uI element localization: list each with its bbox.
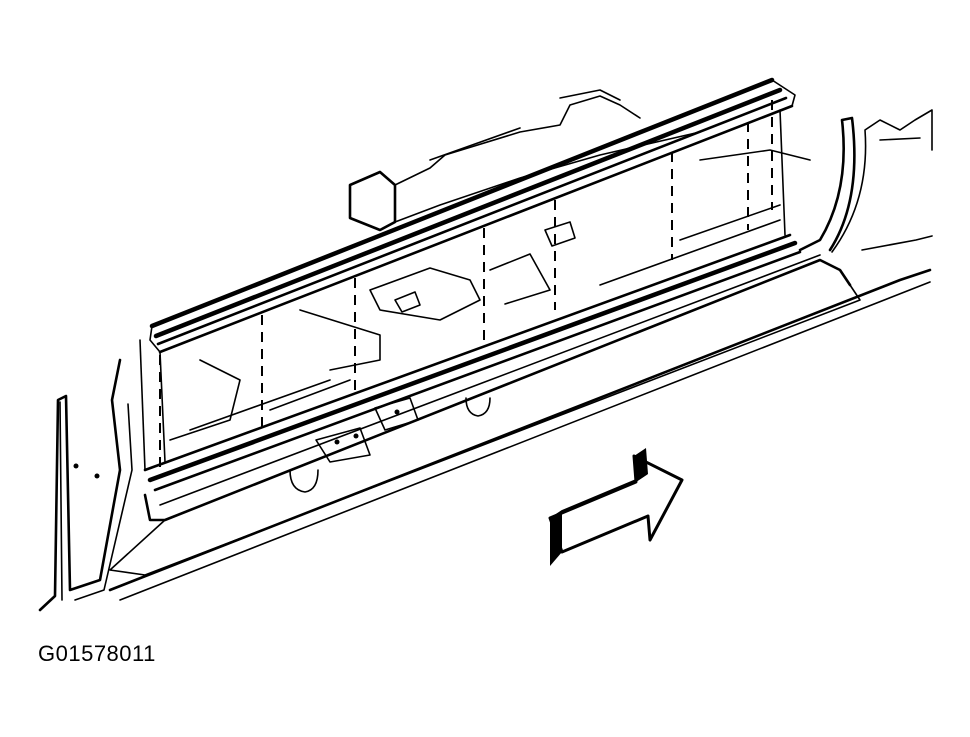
rocker-molding	[139, 77, 802, 492]
left-door-pillar	[38, 358, 133, 612]
fastener-alignment-lines	[159, 100, 773, 470]
outer-rocker-panel	[108, 254, 932, 601]
front-direction-arrow-icon	[548, 448, 684, 566]
right-wheel-opening	[798, 109, 933, 253]
inner-body-panel	[299, 89, 811, 371]
figure-id-label: G01578011	[38, 641, 156, 666]
